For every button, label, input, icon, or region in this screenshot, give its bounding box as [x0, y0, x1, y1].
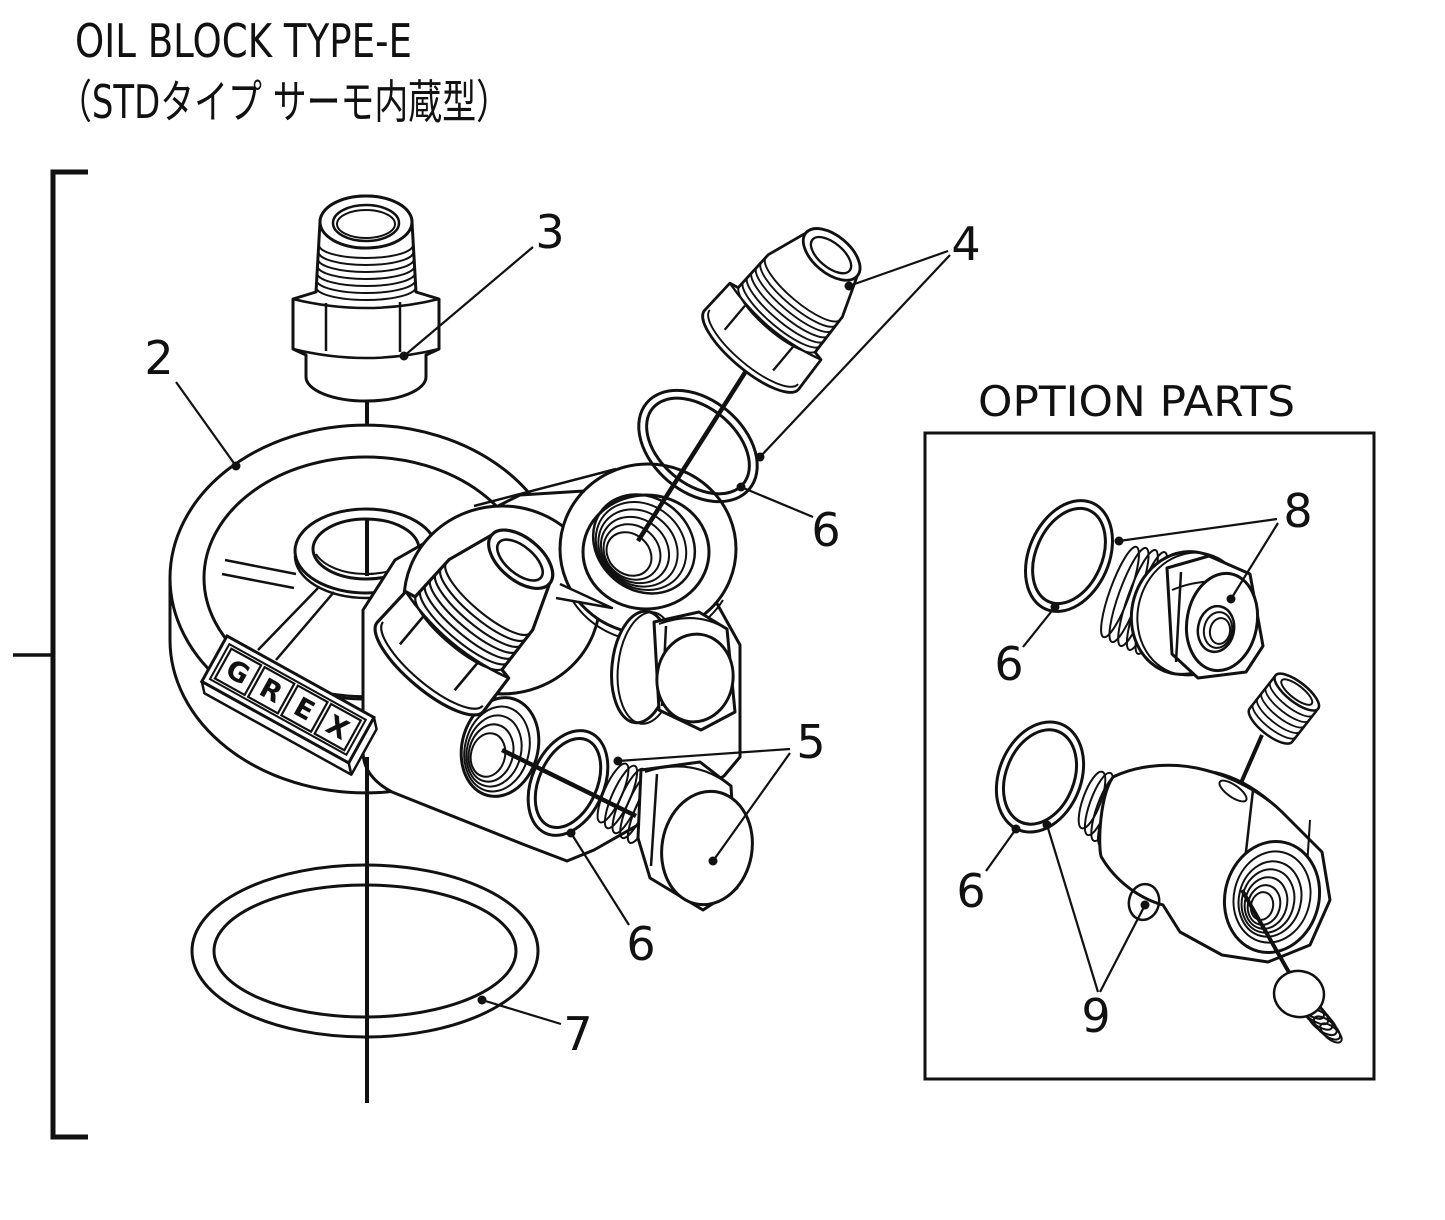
label-part-5: 5 [796, 715, 825, 769]
label-part-4: 4 [951, 217, 980, 271]
part-9-adapter-body [1077, 763, 1332, 964]
grex-logo-plate: G R E X [199, 633, 378, 776]
leader-lines [175, 246, 1279, 1026]
option-parts-title: OPTION PARTS [978, 377, 1295, 426]
title-line1: OIL BLOCK TYPE-E [75, 14, 412, 68]
opt-oring-top [1024, 499, 1114, 613]
part-4-axis [636, 358, 755, 543]
part-3-center-union [291, 194, 441, 403]
label-oring-mid: 6 [626, 917, 655, 971]
option-parts-section: OPTION PARTS [923, 377, 1376, 1081]
label-opt-oring-bottom: 6 [956, 864, 985, 918]
label-part-9: 9 [1081, 989, 1110, 1043]
label-part-3: 3 [535, 205, 564, 259]
assembly-bracket [13, 169, 88, 1140]
opt-grub-plug-top [1247, 672, 1321, 745]
part-5-plug-installed [610, 609, 737, 732]
title-line2: （STDタイプ サーモ内蔵型） [58, 75, 510, 129]
label-part-2: 2 [144, 331, 173, 385]
opt-grub-plug-bottom [1272, 969, 1343, 1044]
block-threaded-port [591, 493, 697, 595]
label-oring-top: 6 [811, 503, 840, 557]
label-opt-oring-top: 6 [994, 637, 1023, 691]
oring-7-large [190, 863, 540, 1039]
page-title: OIL BLOCK TYPE-E （STDタイプ サーモ内蔵型） [58, 14, 510, 129]
label-part-8: 8 [1283, 484, 1312, 538]
part-labels: 2 3 4 6 5 6 7 8 6 6 9 [144, 205, 1312, 1061]
option-parts-box [923, 431, 1376, 1081]
part-5-axis [501, 747, 637, 819]
label-part-7: 7 [563, 1007, 592, 1061]
part-5-plug-exploded [596, 760, 754, 912]
